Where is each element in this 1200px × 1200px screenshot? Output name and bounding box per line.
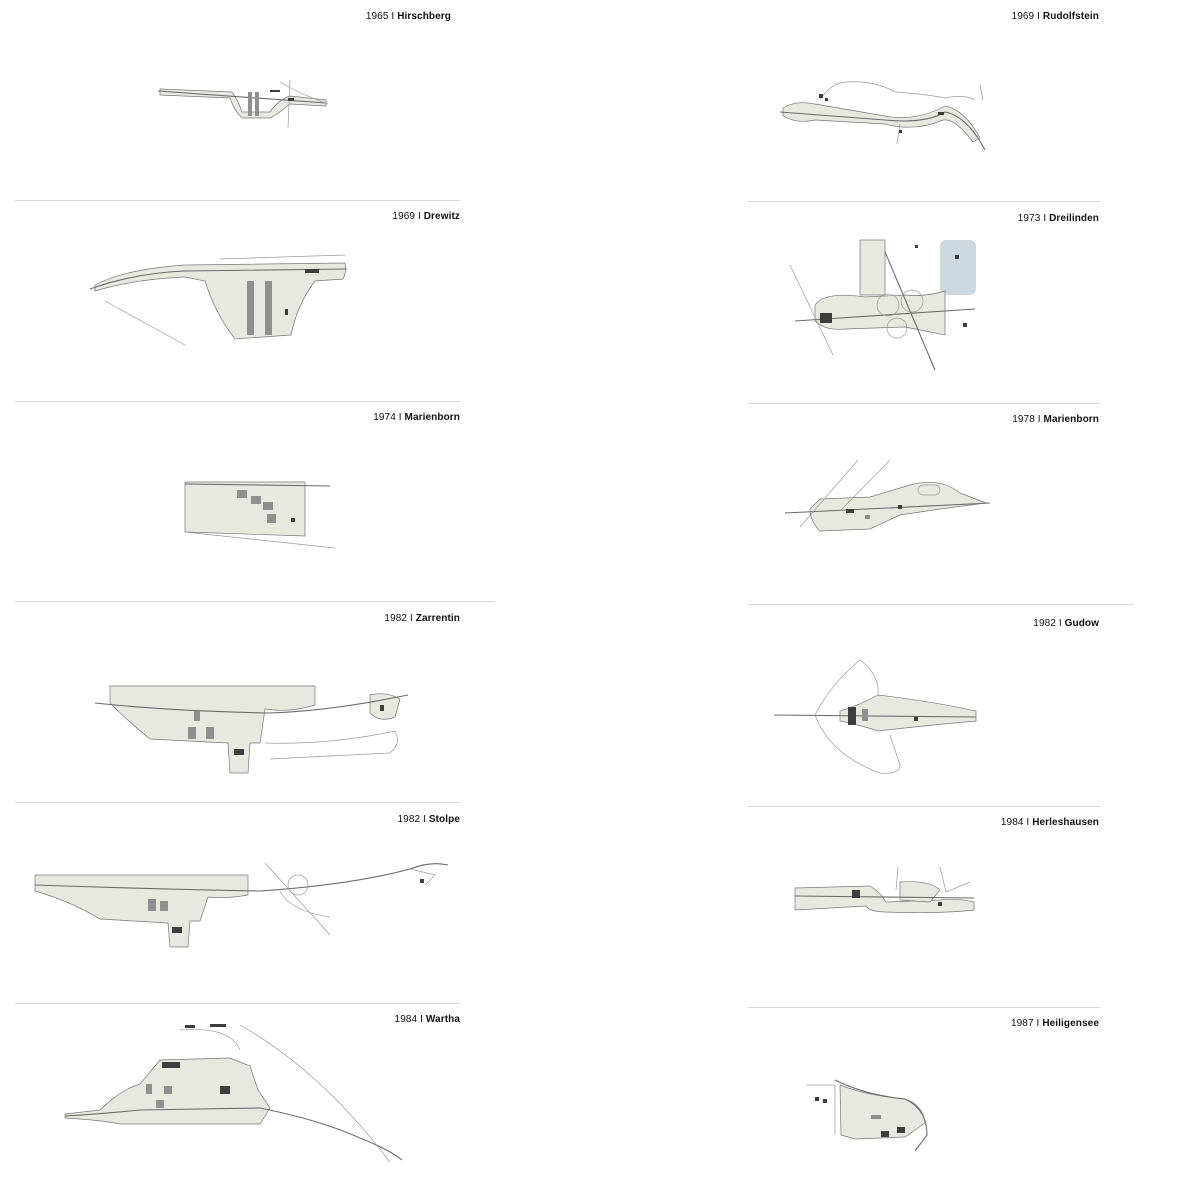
caption-name: Heiligensee: [1042, 1018, 1099, 1029]
divider: [15, 200, 460, 201]
caption-separator: I: [417, 211, 421, 222]
caption-separator: I: [1037, 414, 1041, 425]
caption-year: 1974: [373, 412, 396, 423]
caption-wartha: 1984 I Wartha: [395, 1014, 460, 1025]
caption-year: 1984: [1000, 817, 1024, 828]
site-plan-marienborn-1978: [784, 459, 991, 532]
caption-name: Herleshausen: [1032, 817, 1099, 828]
caption-hirschberg: 1965 I Hirschberg: [366, 11, 451, 22]
caption-year: 1973: [1017, 213, 1041, 224]
caption-separator: I: [1058, 618, 1062, 629]
caption-separator: I: [1036, 1018, 1040, 1029]
caption-name: Drewitz: [423, 211, 460, 222]
caption-name: Zarrentin: [415, 613, 460, 624]
caption-separator: I: [391, 11, 395, 22]
site-plan-stolpe: [34, 862, 449, 948]
site-plan-drewitz: [89, 254, 348, 346]
caption-year: 1969: [1011, 11, 1035, 22]
caption-zarrentin: 1982 I Zarrentin: [384, 613, 460, 624]
site-plan-marienborn-1974: [184, 481, 336, 549]
caption-name: Marienborn: [1043, 414, 1099, 425]
divider: [15, 601, 495, 602]
site-plan-wartha: [64, 1024, 403, 1163]
divider: [15, 802, 460, 803]
caption-separator: I: [1026, 817, 1030, 828]
caption-name: Dreilinden: [1049, 213, 1099, 224]
site-plan-rudolfstein: [779, 81, 986, 151]
caption-year: 1982: [397, 814, 421, 825]
caption-separator: I: [423, 814, 426, 825]
caption-stolpe: 1982 I Stolpe: [398, 814, 461, 825]
caption-heiligensee: 1987 I Heiligensee: [1011, 1018, 1099, 1029]
divider: [748, 604, 1134, 605]
caption-name: Gudow: [1064, 618, 1099, 629]
site-plan-hirschberg: [157, 79, 329, 129]
site-plan-dreilinden: [789, 239, 976, 371]
site-plan-gudow: [773, 659, 977, 774]
caption-year: 1982: [384, 613, 408, 624]
caption-drewitz: 1969 I Drewitz: [392, 211, 460, 222]
divider: [748, 403, 1100, 404]
caption-year: 1965: [365, 11, 389, 22]
caption-separator: I: [1037, 11, 1040, 22]
caption-name: Rudolfstein: [1042, 11, 1099, 22]
caption-year: 1982: [1033, 618, 1056, 629]
caption-rudolfstein: 1969 I Rudolfstein: [1012, 11, 1099, 22]
caption-year: 1987: [1010, 1018, 1034, 1029]
divider: [748, 201, 1100, 202]
divider: [748, 806, 1100, 807]
divider: [15, 401, 460, 402]
site-plan-zarrentin: [94, 685, 409, 774]
caption-name: Hirschberg: [397, 11, 451, 22]
caption-separator: I: [398, 412, 402, 423]
caption-dreilinden: 1973 I Dreilinden: [1018, 213, 1099, 224]
caption-gudow: 1982 I Gudow: [1033, 618, 1099, 629]
site-plan-heiligensee: [807, 1079, 928, 1152]
caption-name: Marienborn: [404, 412, 460, 423]
caption-year: 1978: [1012, 414, 1035, 425]
site-plan-herleshausen: [794, 866, 975, 914]
caption-separator: I: [1043, 213, 1047, 224]
caption-separator: I: [409, 613, 413, 624]
caption-marienborn-1978: 1978 I Marienborn: [1012, 414, 1099, 425]
caption-year: 1984: [394, 1014, 418, 1025]
divider: [15, 1003, 460, 1004]
caption-name: Wartha: [425, 1014, 460, 1025]
caption-separator: I: [420, 1014, 423, 1025]
caption-year: 1969: [392, 211, 416, 222]
caption-name: Stolpe: [428, 814, 460, 825]
divider: [748, 1007, 1100, 1008]
caption-herleshausen: 1984 I Herleshausen: [1001, 817, 1099, 828]
caption-marienborn-1974: 1974 I Marienborn: [373, 412, 460, 423]
